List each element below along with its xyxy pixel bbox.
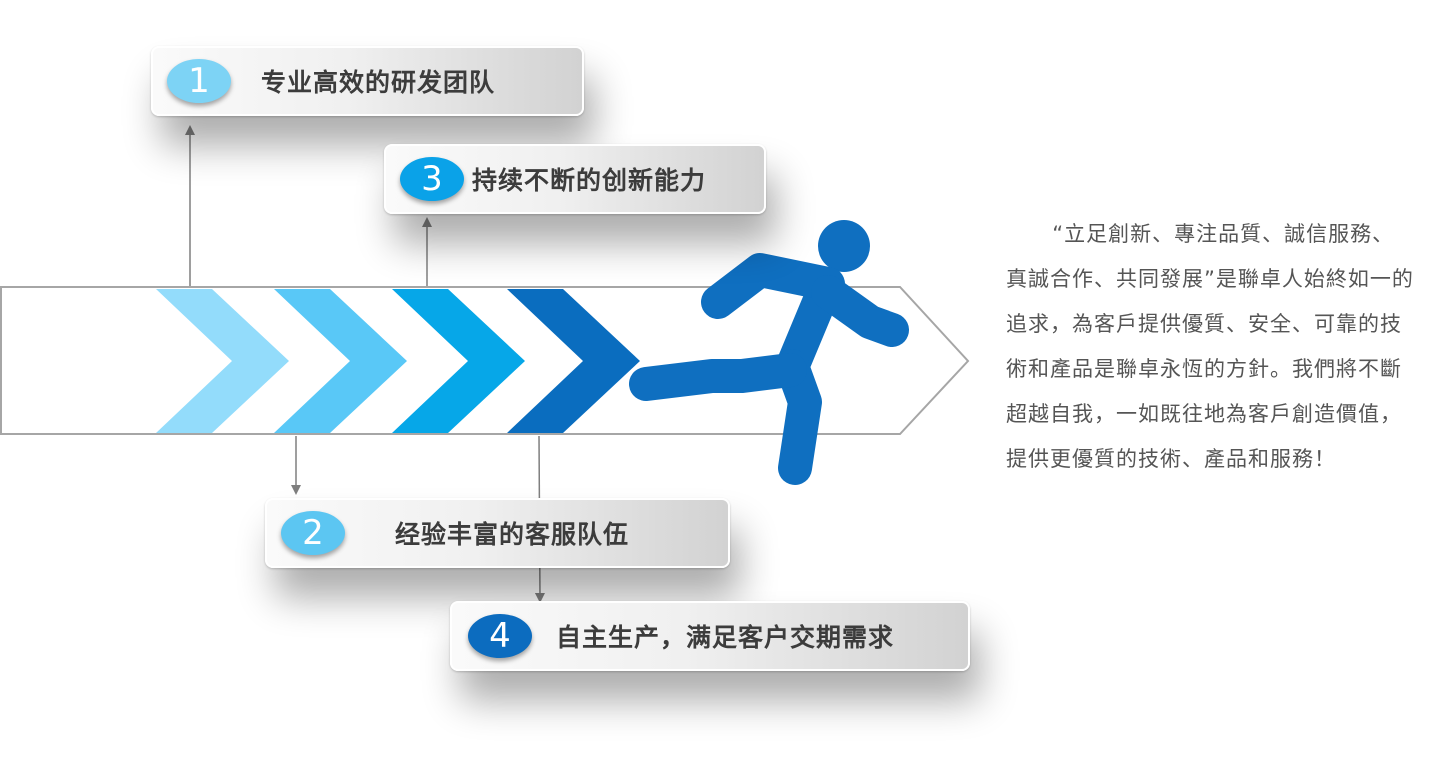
number-badge-1: 1	[167, 59, 231, 103]
feature-label-1: 专业高效的研发团队	[261, 68, 496, 97]
number-badge-2: 2	[281, 511, 345, 555]
chevron-4	[507, 289, 640, 433]
feature-card-2: 2 经验丰富的客服队伍	[265, 498, 730, 568]
feature-label-3: 持续不断的创新能力	[472, 166, 707, 195]
number-badge-3: 3	[400, 157, 464, 201]
feature-card-1: 1 专业高效的研发团队	[151, 46, 584, 116]
chevron-3	[392, 289, 525, 433]
chevron-2	[274, 289, 407, 433]
feature-card-3: 3 持续不断的创新能力	[384, 144, 766, 214]
number-badge-4: 4	[468, 614, 532, 658]
company-description: “立足創新、專注品質、誠信服務、真誠合作、共同發展”是聯卓人始終如一的追求，為客…	[1006, 222, 1414, 471]
chevron-1	[156, 289, 289, 433]
feature-card-4: 4 自主生产，满足客户交期需求	[450, 601, 970, 671]
feature-label-4: 自主生产，满足客户交期需求	[556, 623, 895, 652]
running-person-icon	[629, 220, 909, 485]
feature-label-2: 经验丰富的客服队伍	[395, 520, 630, 549]
